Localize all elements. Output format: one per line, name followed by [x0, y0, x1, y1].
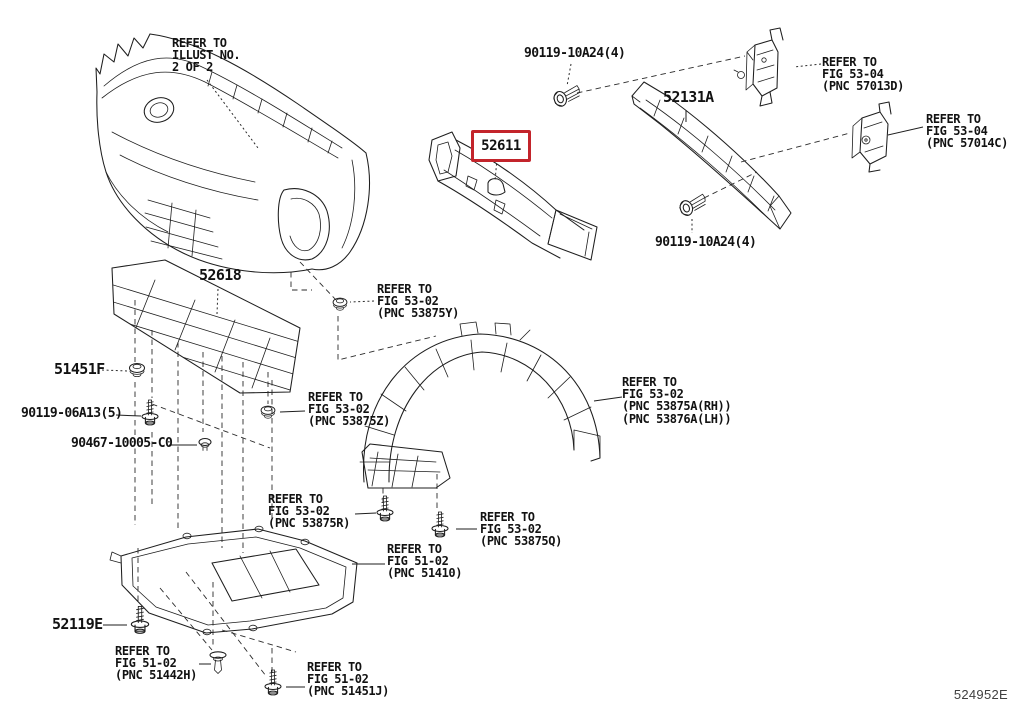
refer-note-57014c: REFER TO FIG 53-04 (PNC 57014C) — [926, 112, 1008, 151]
fender-liner-drawing — [359, 321, 601, 489]
part-label-90467-10005[interactable]: 90467-10005-C0 — [71, 436, 173, 451]
front-bumper-cover-drawing — [95, 33, 370, 274]
refer-note-51410: REFER TO FIG 51-02 (PNC 51410) — [387, 542, 463, 581]
clip-icon — [198, 437, 212, 451]
refer-note-51442h: REFER TO FIG 51-02 (PNC 51442H) — [115, 644, 197, 683]
side-bracket-rh-drawing — [733, 27, 784, 107]
upper-reinforcement-drawing — [631, 81, 792, 230]
refer-note-53875r: REFER TO FIG 53-02 (PNC 53875R) — [268, 492, 350, 531]
bolt-icon — [551, 84, 584, 109]
grommet-icon — [260, 405, 276, 419]
bolt-icon — [677, 193, 710, 218]
figure-code: 524952E — [953, 687, 1008, 702]
refer-note-53875q: REFER TO FIG 53-02 (PNC 53875Q) — [480, 510, 562, 549]
illust-ref-note: REFER TO ILLUST NO. 2 OF 2 — [172, 36, 241, 75]
label-leader-lines — [101, 63, 924, 688]
refer-note-51451j: REFER TO FIG 51-02 (PNC 51451J) — [307, 660, 389, 699]
part-label-90119-06a13[interactable]: 90119-06A13(5) — [21, 406, 123, 421]
highlighted-part-label-52611[interactable]: 52611 — [471, 130, 531, 162]
part-label-52131a[interactable]: 52131A — [663, 88, 714, 106]
refer-note-57013d: REFER TO FIG 53-04 (PNC 57013D) — [822, 55, 904, 94]
refer-note-53875z: REFER TO FIG 53-02 (PNC 53875Z) — [308, 390, 390, 429]
part-label-52119e[interactable]: 52119E — [52, 615, 103, 633]
screw-icon — [141, 399, 159, 426]
assembly-dashed-lines — [134, 55, 851, 677]
push-clip-icon — [209, 651, 227, 674]
screw-icon — [264, 669, 282, 696]
part-label-52618[interactable]: 52618 — [199, 266, 242, 284]
part-label-90119-10a24-mid[interactable]: 90119-10A24(4) — [655, 235, 757, 250]
lower-radiator-cover-drawing — [111, 259, 301, 394]
grommet-icon — [332, 297, 348, 311]
engine-under-cover-drawing — [109, 525, 358, 636]
part-label-51451f[interactable]: 51451F — [54, 360, 105, 378]
bumper-reinforcement-drawing — [428, 131, 598, 261]
screw-icon — [431, 511, 449, 538]
part-label-90119-10a24-top[interactable]: 90119-10A24(4) — [524, 46, 626, 61]
grommet-icon — [128, 362, 146, 378]
screw-icon — [376, 495, 394, 522]
refer-note-53875y: REFER TO FIG 53-02 (PNC 53875Y) — [377, 282, 459, 321]
side-bracket-lh-drawing — [851, 101, 892, 173]
refer-note-53875a-53876a: REFER TO FIG 53-02 (PNC 53875A(RH)) (PNC… — [622, 375, 732, 426]
